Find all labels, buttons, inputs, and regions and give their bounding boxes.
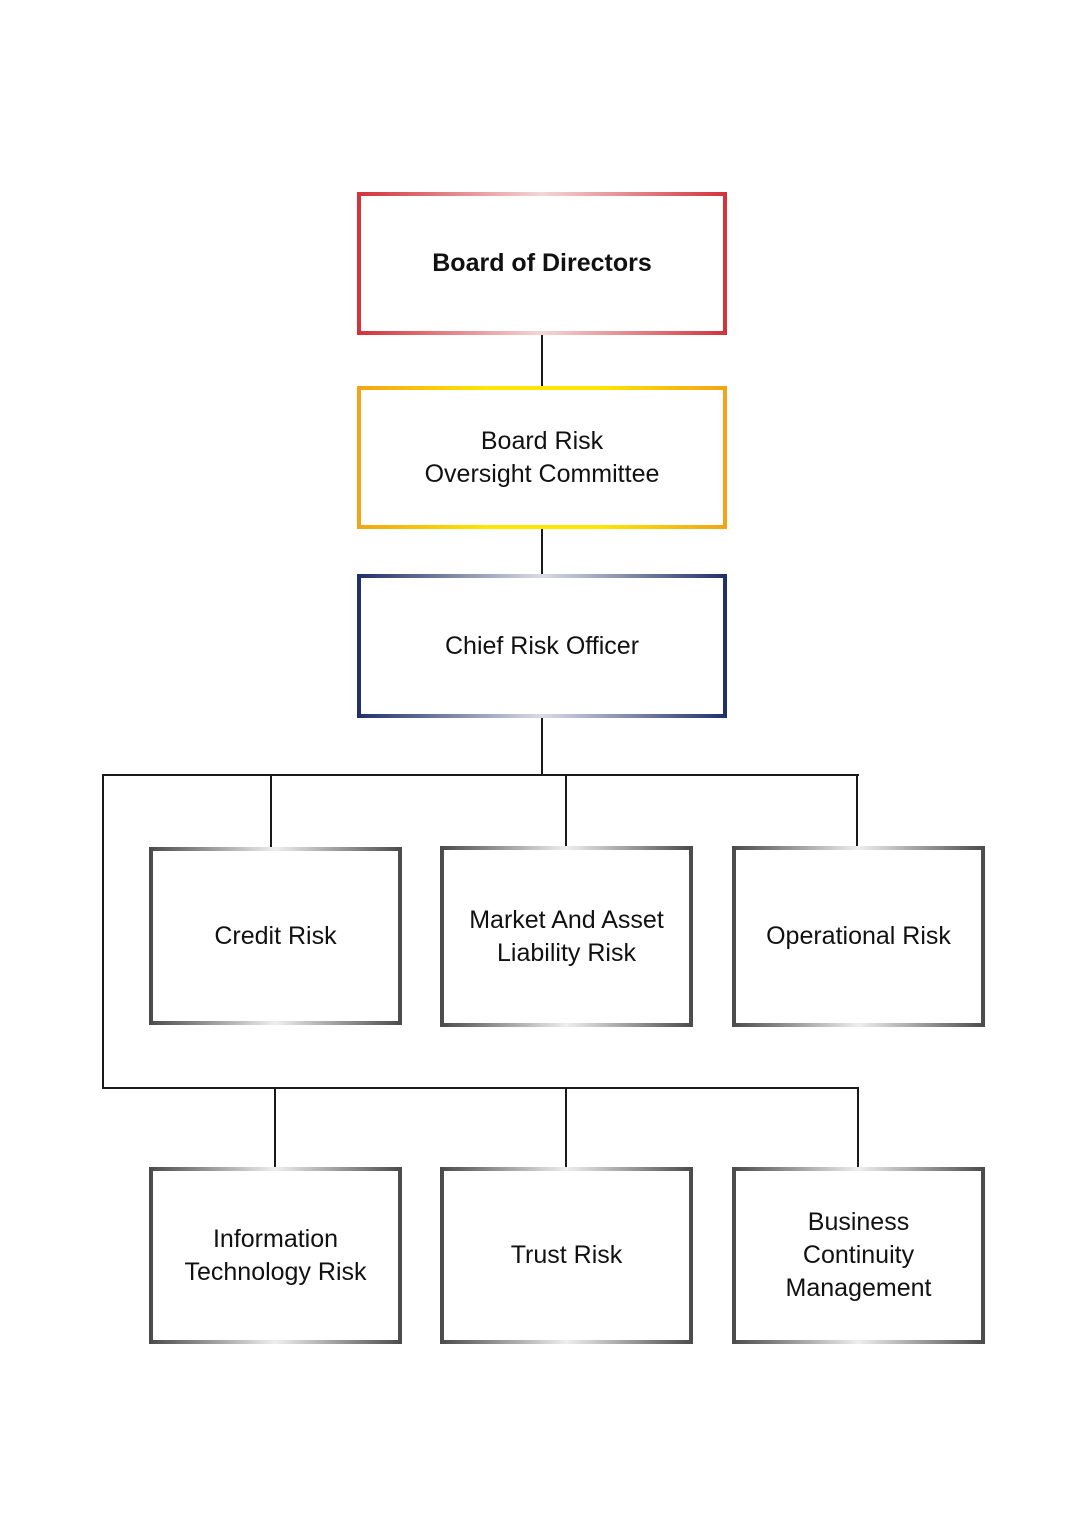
label-line: Continuity bbox=[802, 1241, 915, 1269]
board-of-directors-box: Board of Directors bbox=[357, 192, 727, 335]
connector-trust bbox=[565, 1087, 567, 1168]
chief-risk-officer-box: Chief Risk Officer bbox=[357, 574, 727, 718]
label-line: Credit Risk bbox=[214, 921, 337, 950]
credit-risk-box: Credit Risk bbox=[149, 847, 402, 1025]
connector-bcm bbox=[857, 1087, 859, 1168]
label-line: Chief Risk Officer bbox=[444, 631, 640, 660]
label-line: Market And Asset bbox=[469, 905, 664, 934]
label-line: Technology Risk bbox=[184, 1257, 367, 1286]
connector-credit bbox=[270, 774, 272, 848]
board-of-directors-label: Board of Directors bbox=[361, 196, 723, 331]
connector-it bbox=[274, 1087, 276, 1168]
connector-officer-bus bbox=[541, 716, 543, 776]
connector-market bbox=[565, 774, 567, 848]
label-line: Board of Directors bbox=[432, 249, 652, 277]
operational-risk-label: Operational Risk bbox=[736, 850, 981, 1023]
lower-bus-line bbox=[102, 1087, 859, 1089]
credit-risk-label: Credit Risk bbox=[153, 851, 398, 1021]
connector-operational bbox=[856, 774, 858, 848]
label-line: Information bbox=[212, 1224, 339, 1253]
label-line: Board Risk bbox=[480, 426, 604, 455]
operational-risk-box: Operational Risk bbox=[732, 846, 985, 1027]
label-line: Trust Risk bbox=[510, 1241, 623, 1269]
upper-bus-line bbox=[102, 774, 859, 776]
label-line: Business bbox=[807, 1208, 910, 1236]
label-line: Management bbox=[785, 1274, 932, 1302]
label-line: Oversight Committee bbox=[424, 459, 660, 488]
label-line: Operational Risk bbox=[766, 922, 951, 950]
label-line: Liability Risk bbox=[497, 938, 636, 967]
connector-committee-officer bbox=[541, 528, 543, 576]
trust-risk-label: Trust Risk bbox=[444, 1171, 689, 1340]
connector-board-committee bbox=[541, 334, 543, 388]
trust-risk-box: Trust Risk bbox=[440, 1167, 693, 1344]
chief-risk-officer-label: Chief Risk Officer bbox=[361, 578, 723, 714]
left-bus-line bbox=[102, 774, 104, 1089]
